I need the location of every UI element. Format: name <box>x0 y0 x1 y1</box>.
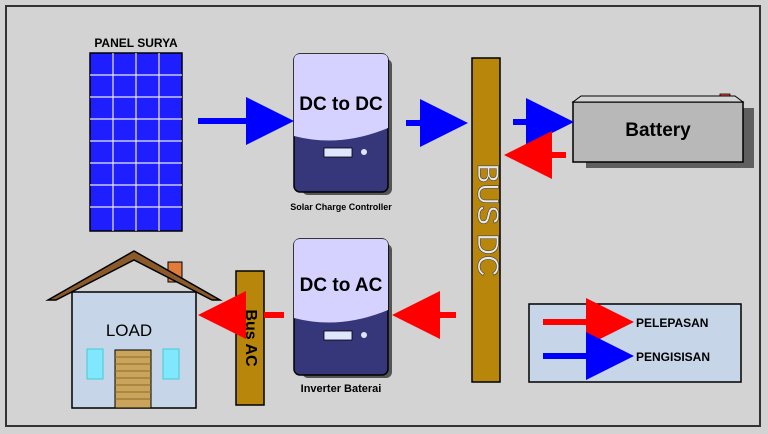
legend <box>528 298 742 383</box>
dc-ac-title: DC to AC <box>300 275 383 296</box>
panel-label: PANEL SURYA <box>94 36 178 50</box>
battery-label: Battery <box>625 120 691 141</box>
house-window-left <box>86 348 104 380</box>
solar-panel <box>89 52 183 232</box>
dc-dc-caption: Solar Charge Controller <box>290 202 392 212</box>
legend-discharge-label: PELEPASAN <box>636 316 708 330</box>
dc-ac-inverter <box>293 238 392 378</box>
house-window-right <box>162 348 180 380</box>
load-label: LOAD <box>106 321 152 340</box>
bus-dc-label: BUS DC <box>471 163 504 276</box>
dc-dc-converter <box>293 53 392 195</box>
bus-dc-bar <box>471 57 501 383</box>
legend-charge-label: PENGISISAN <box>636 350 710 364</box>
dc-ac-caption: Inverter Baterai <box>301 383 382 395</box>
house-door <box>114 349 152 409</box>
bus-ac-label: Bus AC <box>242 309 259 367</box>
dc-dc-title: DC to DC <box>299 94 383 115</box>
battery <box>571 93 754 168</box>
